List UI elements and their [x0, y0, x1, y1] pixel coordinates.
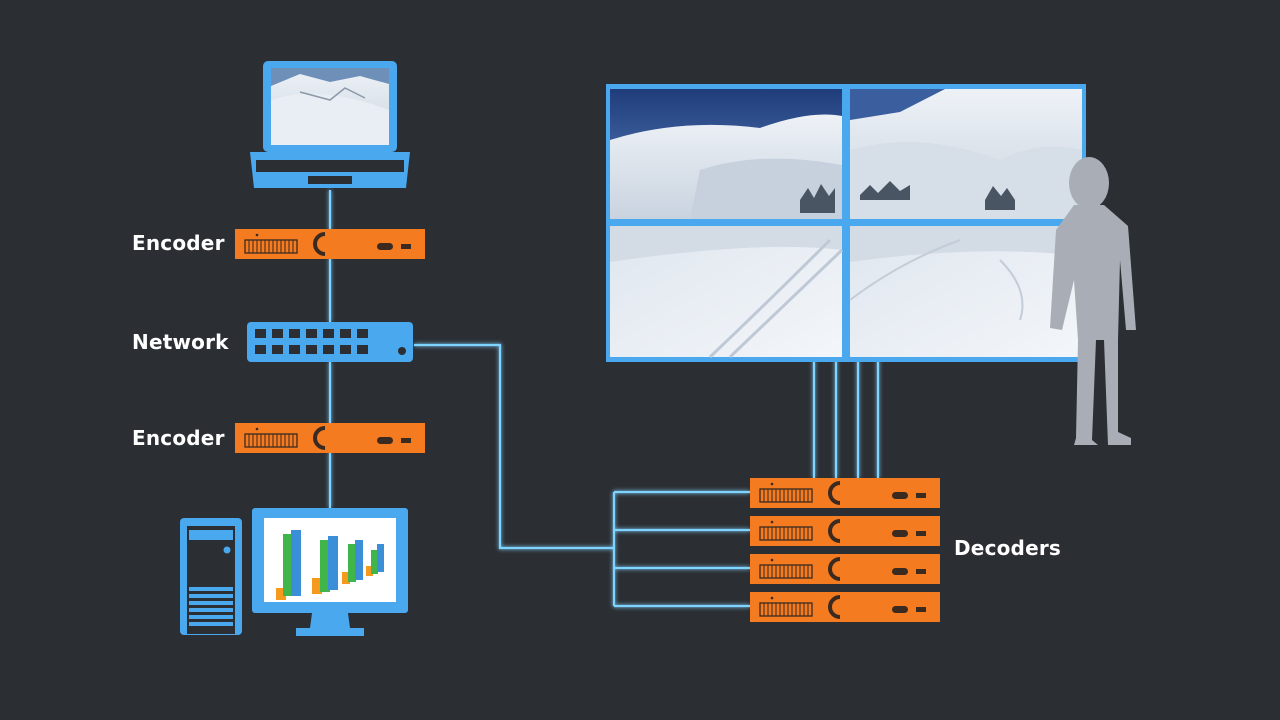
network-switch-icon [247, 322, 413, 362]
bar-chart-picture [276, 530, 384, 600]
encoder-device-icon [235, 423, 425, 453]
decoder-device-icon [750, 592, 940, 622]
encoder-top-label: Encoder [132, 231, 225, 255]
person-silhouette-icon [1050, 157, 1136, 445]
encoder-device-icon [235, 229, 425, 259]
desktop-computer-icon [180, 508, 408, 636]
video-wall-panel [610, 89, 842, 219]
encoder-bottom-label: Encoder [132, 426, 225, 450]
network-cables [328, 190, 880, 608]
decoders-label: Decoders [954, 536, 1062, 560]
video-wall-panel [610, 226, 844, 359]
decoder-device-icon [750, 478, 940, 508]
laptop-icon [250, 61, 410, 188]
decoder-device-icon [750, 554, 940, 584]
decoder-stack [750, 478, 940, 622]
video-wall-panel [849, 226, 1082, 357]
video-wall-icon [606, 84, 1086, 362]
video-wall-panel [850, 89, 1082, 219]
decoder-device-icon [750, 516, 940, 546]
network-label: Network [132, 330, 229, 354]
